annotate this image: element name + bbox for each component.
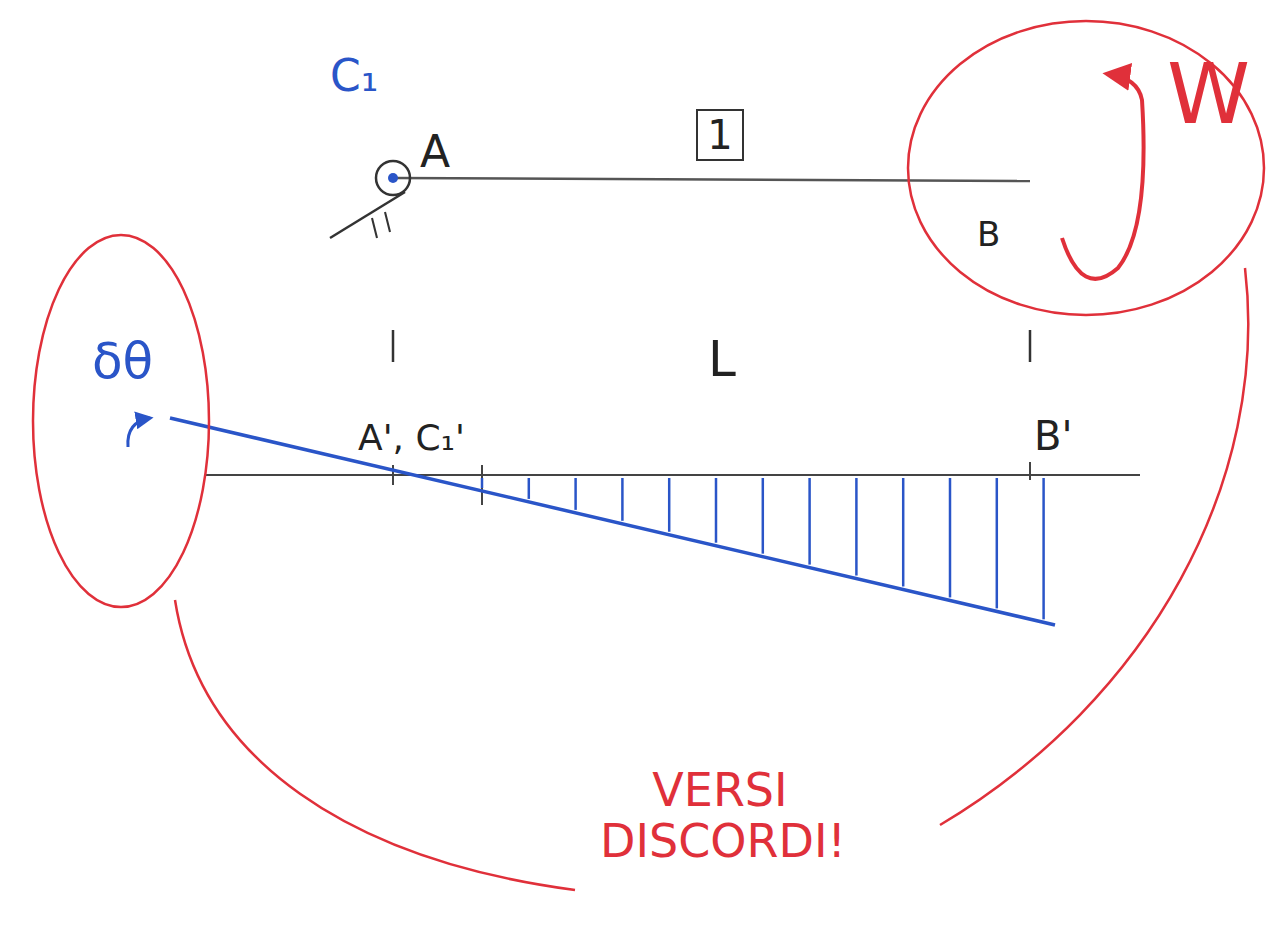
displacement-hatching — [482, 478, 1044, 619]
note-text: VERSI DISCORDI! — [600, 765, 840, 866]
hatch-line — [855, 478, 858, 576]
rotation-label: δθ — [92, 334, 153, 389]
point-label: B — [977, 216, 1000, 253]
hatch-line — [528, 478, 531, 499]
dimension-tick — [392, 330, 395, 362]
span-box: 1 — [696, 109, 743, 161]
hatch-line — [621, 478, 624, 521]
circle-outline — [30, 232, 212, 610]
hatch-line — [715, 478, 718, 543]
hatch-line — [808, 478, 811, 565]
axis-tick — [1029, 462, 1031, 480]
span-number: 1 — [707, 112, 732, 158]
axis-tick — [481, 465, 483, 505]
dimension-tick — [1029, 330, 1032, 362]
point-label: B' — [1034, 414, 1072, 458]
highlight-circle: WB — [905, 18, 1267, 318]
moment-arrow — [1062, 74, 1144, 279]
rotation-line — [170, 418, 1055, 625]
axis-tick — [392, 465, 394, 485]
beam-line — [395, 178, 1030, 181]
moment-label: W — [1167, 48, 1250, 140]
hatch-line — [996, 478, 999, 608]
point-label: A', C₁' — [358, 418, 465, 458]
rotation-arrow — [128, 418, 150, 447]
point-label: A — [420, 128, 450, 176]
hinge-symbol — [330, 161, 410, 238]
constraint-label: C₁ — [330, 52, 378, 100]
hatch-line — [902, 478, 905, 586]
leader-line — [940, 268, 1248, 825]
hatch-line — [574, 478, 577, 510]
leader-line — [175, 600, 575, 890]
hatch-line — [668, 478, 671, 532]
hatch-line — [949, 478, 952, 597]
hatch-line — [1042, 478, 1045, 619]
dimension-label: L — [708, 332, 736, 387]
highlight-circle: δθ — [30, 232, 212, 610]
hatch-line — [762, 478, 765, 554]
reference-axis — [205, 474, 1140, 476]
hatch-line — [481, 478, 484, 488]
